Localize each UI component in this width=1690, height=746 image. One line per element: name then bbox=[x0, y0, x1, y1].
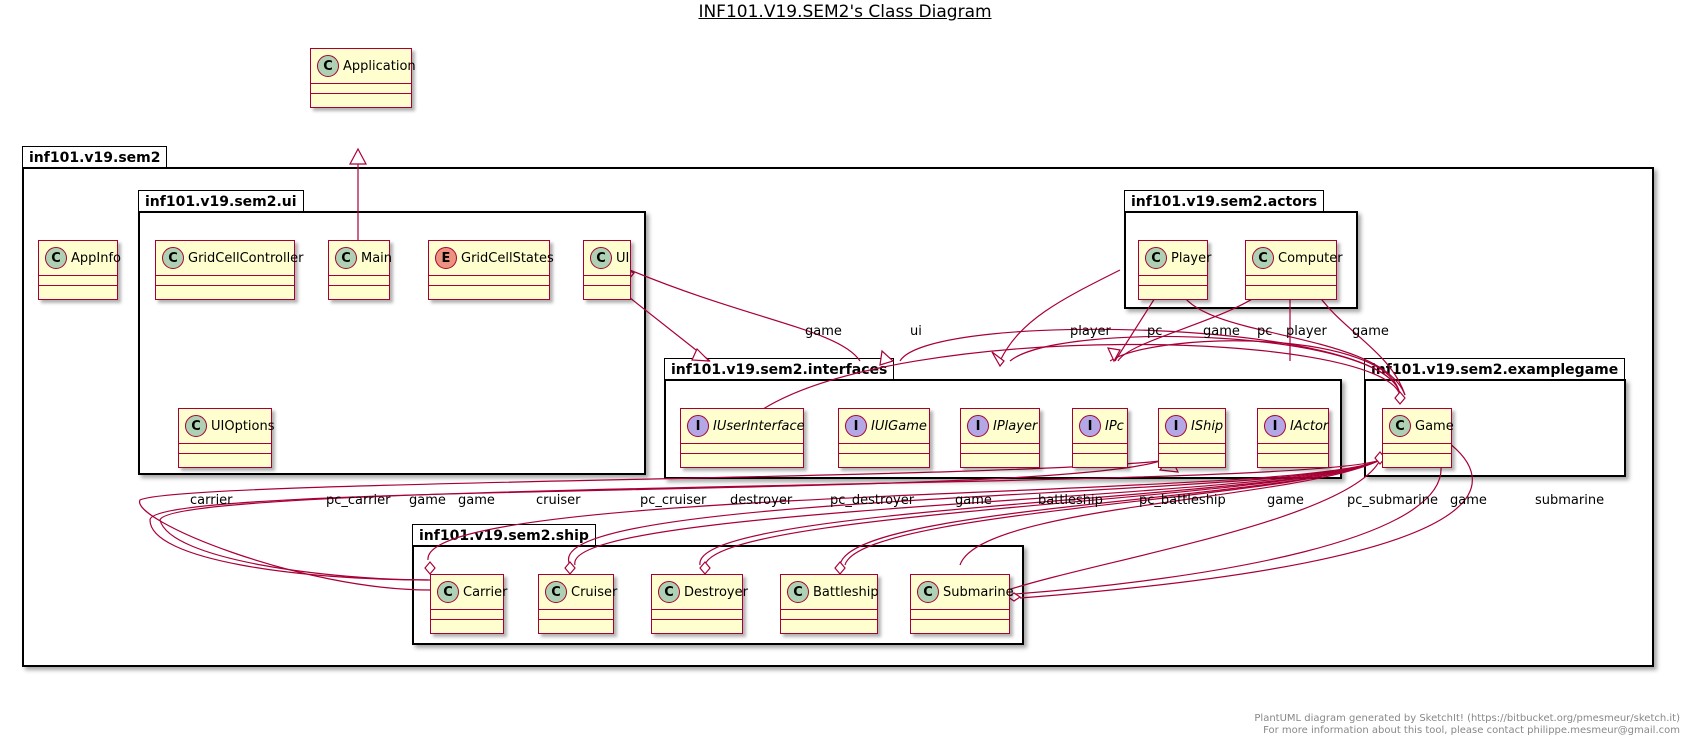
class-name: Battleship bbox=[813, 584, 879, 600]
class-badge: C bbox=[437, 581, 459, 603]
class-name: Game bbox=[1415, 418, 1454, 434]
diagram-title: INF101.V19.SEM2's Class Diagram bbox=[698, 2, 992, 22]
class-name: Main bbox=[361, 250, 393, 266]
interface-badge: I bbox=[1165, 415, 1187, 437]
class-name: Application bbox=[343, 58, 416, 74]
class-badge: C bbox=[185, 415, 207, 437]
interface-name: IPc bbox=[1105, 418, 1124, 434]
class-badge: C bbox=[917, 581, 939, 603]
class-name: UIOptions bbox=[211, 418, 275, 434]
package-tab-actors: inf101.v19.sem2.actors bbox=[1124, 190, 1325, 212]
class-name: UI bbox=[616, 250, 630, 266]
class-name: Submarine bbox=[943, 584, 1014, 600]
class-badge: C bbox=[1252, 247, 1274, 269]
class-badge: C bbox=[590, 247, 612, 269]
class-name: AppInfo bbox=[71, 250, 122, 266]
class-badge: C bbox=[317, 55, 339, 77]
class-name: Player bbox=[1171, 250, 1212, 266]
package-tab-ship: inf101.v19.sem2.ship bbox=[412, 524, 596, 546]
class-badge: C bbox=[335, 247, 357, 269]
interface-badge: I bbox=[845, 415, 867, 437]
class-badge: C bbox=[545, 581, 567, 603]
interface-name: IShip bbox=[1191, 418, 1224, 434]
inherit-arrowhead-application bbox=[349, 147, 367, 165]
class-name: Destroyer bbox=[684, 584, 748, 600]
interface-badge: I bbox=[967, 415, 989, 437]
interface-name: IActor bbox=[1290, 418, 1329, 434]
class-badge: C bbox=[1145, 247, 1167, 269]
class-name: GridCellController bbox=[188, 250, 304, 266]
class-badge: C bbox=[162, 247, 184, 269]
package-tab-root: inf101.v19.sem2 bbox=[22, 146, 168, 168]
package-tab-interfaces: inf101.v19.sem2.interfaces bbox=[664, 358, 895, 380]
interface-badge: I bbox=[1264, 415, 1286, 437]
footer-line-2: For more information about this tool, pl… bbox=[1263, 725, 1680, 736]
interface-badge: I bbox=[687, 415, 709, 437]
interface-name: IUserInterface bbox=[713, 418, 805, 434]
class-name: GridCellStates bbox=[461, 250, 554, 266]
interface-badge: I bbox=[1079, 415, 1101, 437]
enum-badge: E bbox=[435, 247, 457, 269]
class-name: Computer bbox=[1278, 250, 1343, 266]
class-badge: C bbox=[787, 581, 809, 603]
diagram-footer: PlantUML diagram generated by SketchIt! … bbox=[1254, 713, 1680, 737]
class-badge: C bbox=[45, 247, 67, 269]
interface-name: IUIGame bbox=[871, 418, 927, 434]
package-tab-ui: inf101.v19.sem2.ui bbox=[138, 190, 304, 212]
footer-line-1: PlantUML diagram generated by SketchIt! … bbox=[1254, 713, 1680, 724]
package-tab-examplegame: inf101.v19.sem2.examplegame bbox=[1364, 358, 1626, 380]
class-badge: C bbox=[658, 581, 680, 603]
class-name: Carrier bbox=[463, 584, 508, 600]
class-badge: C bbox=[1389, 415, 1411, 437]
class-name: Cruiser bbox=[571, 584, 618, 600]
interface-name: IPlayer bbox=[993, 418, 1038, 434]
